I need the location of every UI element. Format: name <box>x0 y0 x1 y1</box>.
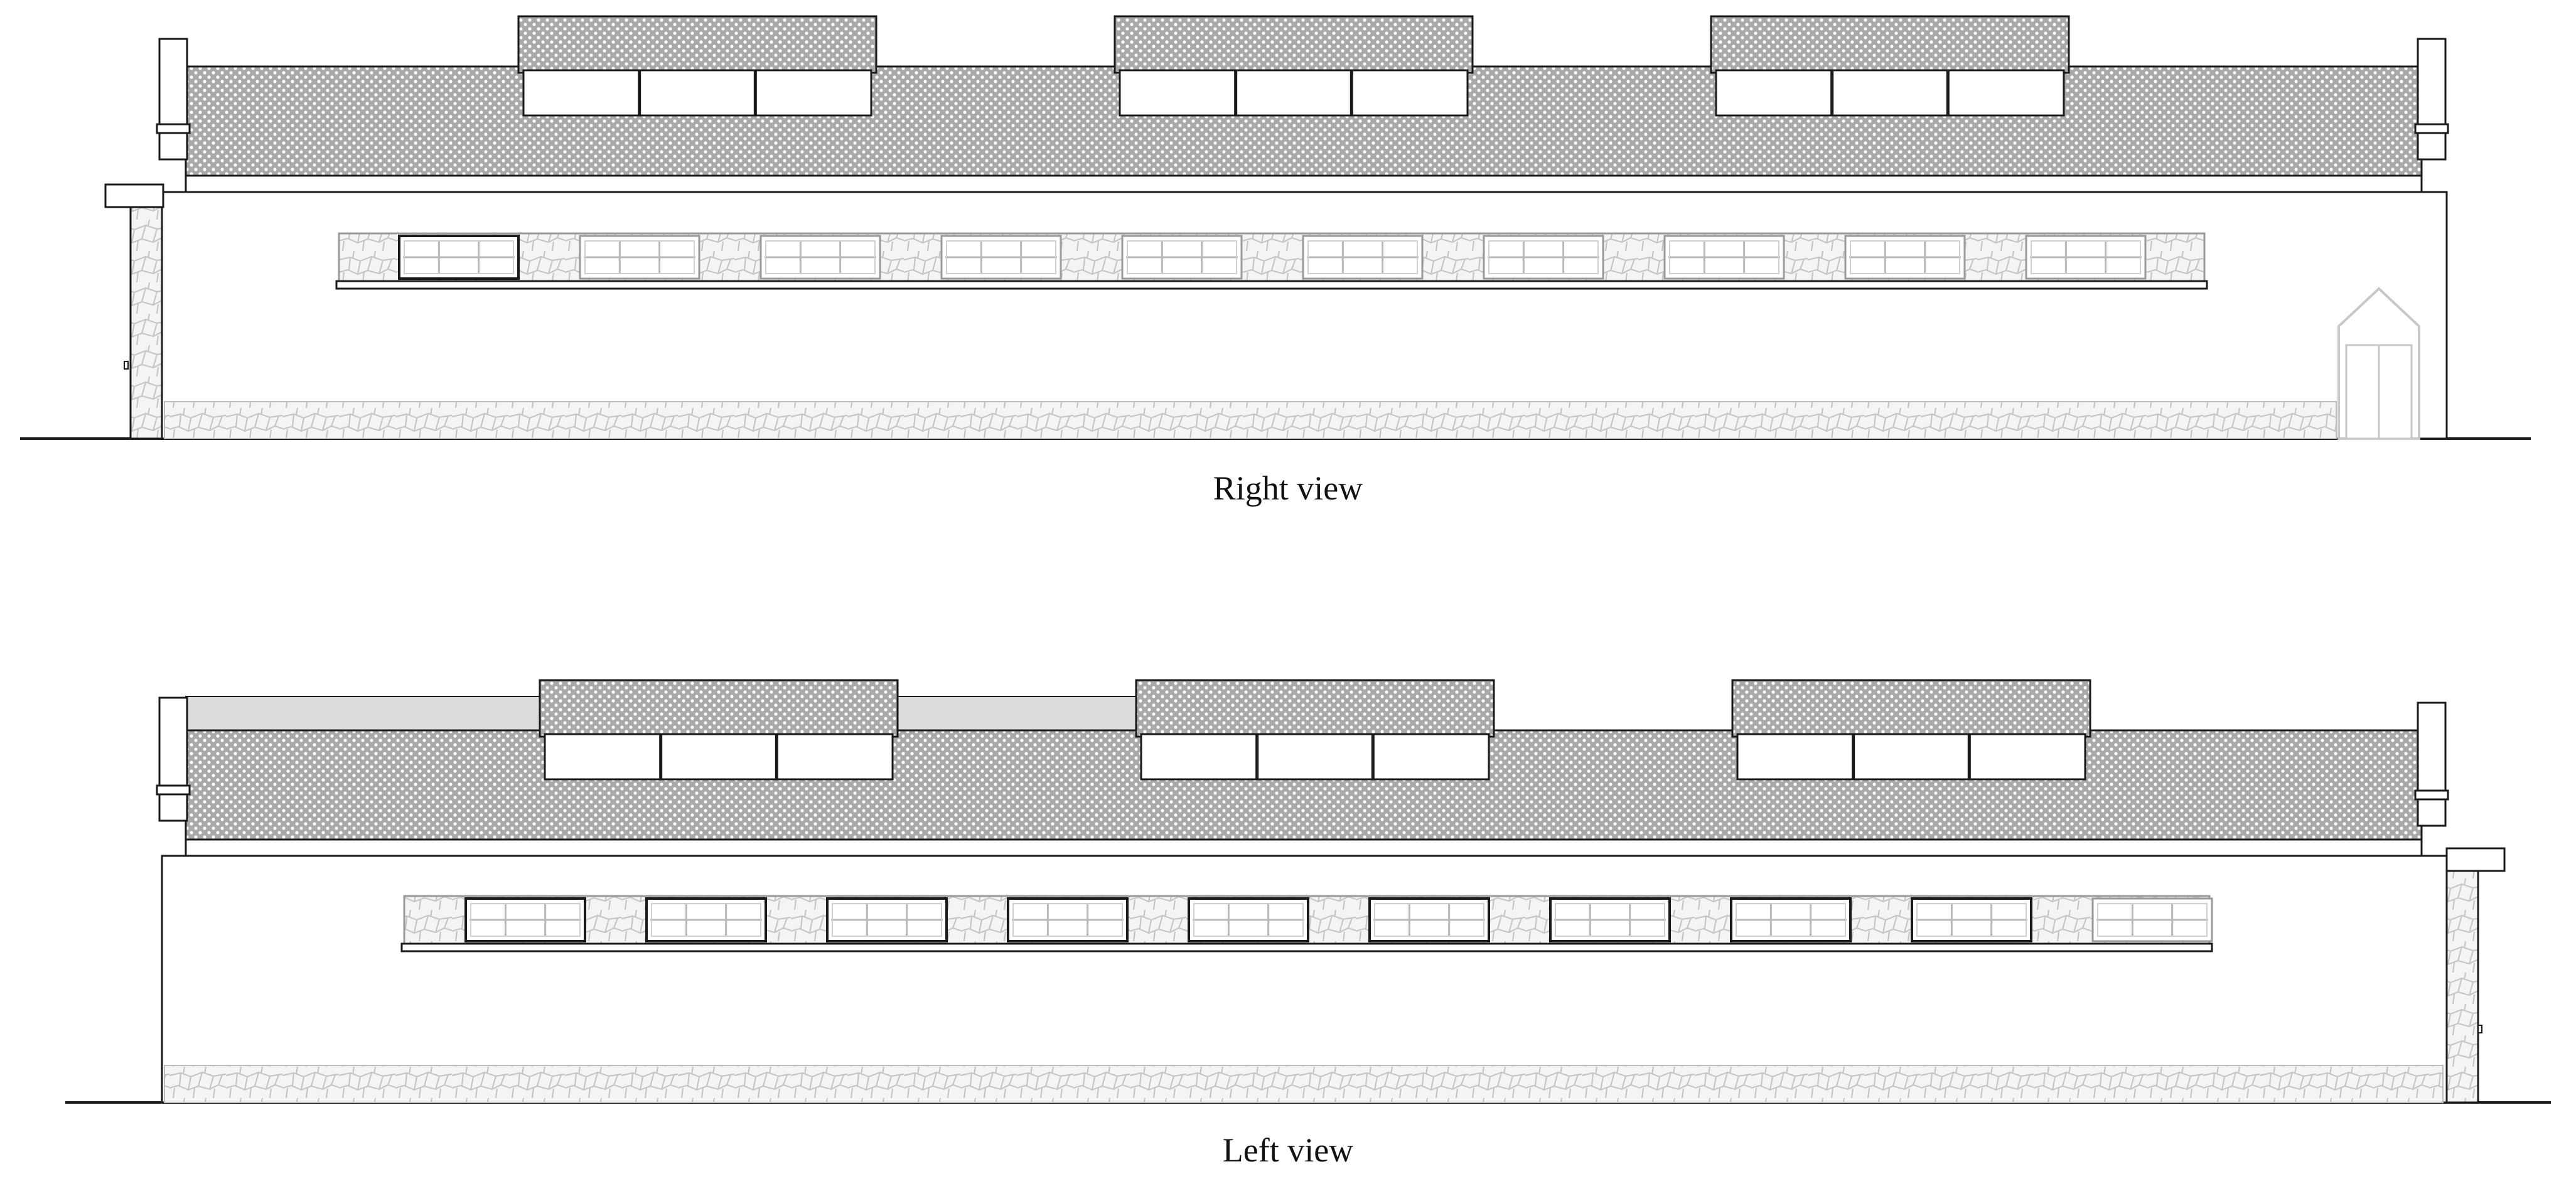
window-sash <box>584 240 695 274</box>
window-sash <box>1669 240 1779 274</box>
gable-post <box>158 696 188 822</box>
window-sash <box>470 903 581 937</box>
left-view-caption: Left view <box>1222 1131 1354 1169</box>
right-view-caption: Right view <box>1213 469 1363 507</box>
post-band <box>2414 123 2449 134</box>
window-sash <box>1127 240 1237 274</box>
annex-cap <box>2445 847 2506 872</box>
annex-knob <box>124 361 129 370</box>
window-sash <box>765 240 876 274</box>
window-sash <box>1916 903 2027 937</box>
gable-post <box>2417 702 2447 827</box>
clerestory-window-band <box>1140 733 1490 781</box>
window-sash <box>1193 903 1304 937</box>
window-sash <box>946 240 1056 274</box>
post-band <box>2414 789 2449 801</box>
gable-post <box>2417 38 2447 161</box>
window-sash <box>1012 903 1123 937</box>
annex-knob <box>2477 1025 2482 1033</box>
window-sash <box>2031 240 2141 274</box>
clerestory-roof <box>1710 15 2070 74</box>
clerestory-roof <box>1114 15 1474 74</box>
flat-roof-strip <box>897 696 1138 732</box>
clerestory-window-band <box>544 733 894 781</box>
window-sill <box>335 280 2208 290</box>
stone-plinth <box>164 401 2337 439</box>
post-band <box>156 123 191 134</box>
window-sash <box>651 903 761 937</box>
clerestory-roof <box>517 15 877 74</box>
window-sash <box>2097 903 2208 937</box>
window-sash <box>1374 903 1484 937</box>
window-sash <box>832 903 942 937</box>
clerestory-window-band <box>1119 69 1469 117</box>
side-annex <box>2445 870 2479 1104</box>
clerestory-window-band <box>522 69 872 117</box>
gable-post <box>158 38 188 161</box>
annex-cap <box>104 183 164 208</box>
clerestory-window-band <box>1715 69 2065 117</box>
clerestory-roof <box>539 679 899 738</box>
flat-roof-strip <box>185 696 542 732</box>
clerestory-roof <box>1731 679 2091 738</box>
window-sash <box>1307 240 1418 274</box>
side-annex <box>129 206 163 440</box>
stone-plinth <box>164 1065 2444 1103</box>
window-sill <box>400 942 2213 952</box>
window-sash <box>404 240 514 274</box>
left-view-elevation <box>65 679 2551 1104</box>
window-sash <box>1736 903 1846 937</box>
clerestory-window-band <box>1736 733 2086 781</box>
window-sash <box>1488 240 1599 274</box>
window-sash <box>1850 240 1960 274</box>
right-view-elevation <box>20 15 2531 440</box>
window-sash <box>1555 903 1665 937</box>
clerestory-roof <box>1135 679 1495 738</box>
post-band <box>156 784 191 796</box>
